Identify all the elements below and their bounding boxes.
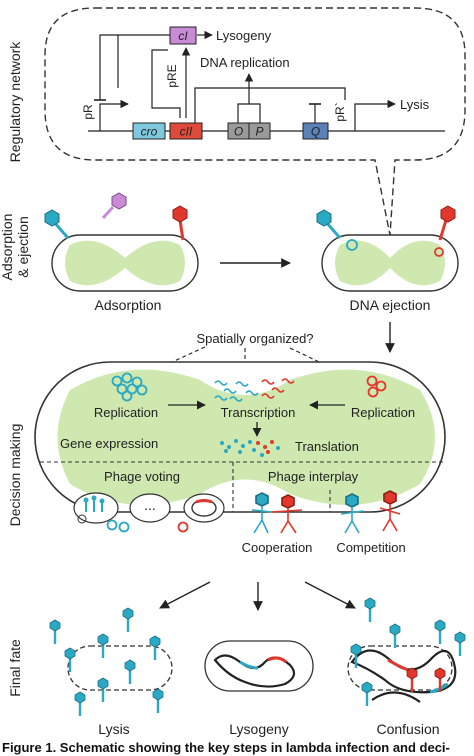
pRE-arrow [151, 49, 181, 118]
gene-P-label: P [255, 125, 263, 139]
adsorption-row: Adsorption DNA ejection [44, 192, 459, 353]
gene-cro [132, 122, 166, 140]
fate-lysogeny-label: Lysogeny [229, 721, 288, 737]
voting-bubble-middle: ... [129, 493, 171, 523]
figure-caption: Figure 1. Schematic showing the key step… [2, 740, 450, 755]
phage-interplay-label: Phage interplay [268, 469, 359, 484]
voting-bubble-right [177, 493, 225, 533]
translation-cluster [220, 439, 280, 457]
promoter-pR2: pR` [333, 102, 347, 121]
gene-cII [169, 122, 203, 140]
cooperation-label: Cooperation [242, 540, 313, 555]
replication-right-label: Replication [351, 405, 415, 420]
gene-Q-label: Q [311, 125, 320, 139]
gene-cI-label: cI [178, 29, 188, 43]
phage-purple-free [101, 192, 127, 220]
regulatory-bubble [44, 7, 466, 236]
phage-cyan-left [44, 209, 70, 239]
spatially-organized-question: Spatially organized? [196, 331, 313, 346]
cell-lysis [67, 645, 173, 691]
outcome-lysogeny: Lysogeny [216, 28, 272, 43]
cI-repression-line [99, 34, 170, 100]
promoter-pR: pR [81, 104, 95, 120]
phage-red-left [172, 205, 188, 241]
fate-confusion-label: Confusion [376, 721, 439, 737]
adsorption-label: Adsorption [95, 297, 162, 313]
outcome-dna-replication: DNA replication [200, 55, 290, 70]
promoter-pRE: pRE [165, 64, 179, 87]
pR2-arrow [354, 99, 396, 131]
cII-activation-line [194, 87, 346, 123]
phage-red-ejecting [434, 205, 456, 257]
outcome-lysis: Lysis [400, 97, 430, 112]
pR-arrow [99, 99, 129, 131]
translation-label: Translation [295, 439, 359, 454]
dna-ejection-label: DNA ejection [350, 297, 431, 313]
voting-bubble-left [73, 492, 130, 533]
gene-expression-label: Gene expression [60, 436, 158, 451]
phage-voting-label: Phage voting [104, 469, 180, 484]
side-label-decision: Decision making [7, 424, 23, 527]
gene-cro-label: cro [141, 125, 158, 139]
transcription-label: Transcription [221, 405, 296, 420]
side-label-regulatory: Regulatory network [7, 41, 23, 163]
confusion-phages [350, 597, 466, 706]
fate-arrow-lysis [159, 581, 211, 609]
voting-ellipsis: ... [144, 497, 156, 513]
replication-left-label: Replication [94, 405, 158, 420]
side-label-final: Final fate [7, 639, 23, 697]
phage-cyan-ejecting [316, 209, 358, 251]
fate-arrow-confusion [304, 581, 356, 609]
competition-figures [340, 490, 401, 534]
replication-right-cluster [366, 375, 387, 398]
cooperation-figures [251, 492, 303, 534]
decision-making: Spatially organized? Replication [34, 331, 446, 555]
gene-cII-label: cII [180, 125, 193, 139]
gene-O-label: O [234, 125, 243, 139]
final-fate: Lysis Lysogeny Confusion [49, 581, 466, 737]
competition-label: Competition [336, 540, 405, 555]
regulatory-network: cro cII O P Q cI pR pRE pR` Lysogeny [44, 7, 466, 236]
lysis-phages [49, 607, 164, 716]
replication-left-cluster [111, 372, 148, 402]
side-label-adsorption: Adsorption [0, 214, 15, 281]
fate-lysis-label: Lysis [98, 721, 129, 737]
op-replication-arrow [237, 74, 261, 123]
side-label-ejection: & ejection [15, 216, 31, 277]
transcription-cluster [214, 378, 295, 402]
